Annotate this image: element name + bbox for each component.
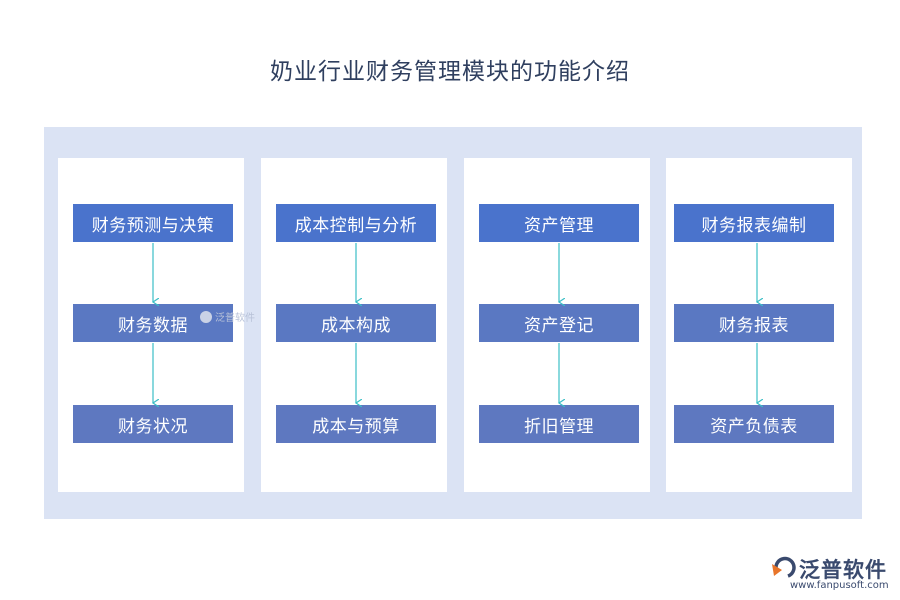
column-3-node-1: 资产管理 [479,204,639,242]
column-1-node-2: 财务数据 [73,304,233,342]
watermark: 泛普软件 [200,309,255,324]
column-2-node-1: 成本控制与分析 [276,204,436,242]
column-4-node-1: 财务报表编制 [674,204,834,242]
page-title: 奶业行业财务管理模块的功能介绍 [270,59,630,85]
brand-name: 泛普软件 [799,558,887,582]
watermark-logo-icon [200,310,212,323]
column-4-node-2: 财务报表 [674,304,834,342]
brand-logo: 泛普软件 www.fanpusoft.com [768,552,892,592]
column-3-node-2: 资产登记 [479,304,639,342]
column-4-node-3: 资产负债表 [674,405,834,443]
brand-url: www.fanpusoft.com [790,580,889,591]
watermark-text: 泛普软件 [215,313,255,324]
column-2-node-3: 成本与预算 [276,405,436,443]
column-2-node-2: 成本构成 [276,304,436,342]
column-1-node-3: 财务状况 [73,405,233,443]
column-1-node-1: 财务预测与决策 [73,204,233,242]
column-3-node-3: 折旧管理 [479,405,639,443]
fanpu-logo-icon [772,556,796,578]
